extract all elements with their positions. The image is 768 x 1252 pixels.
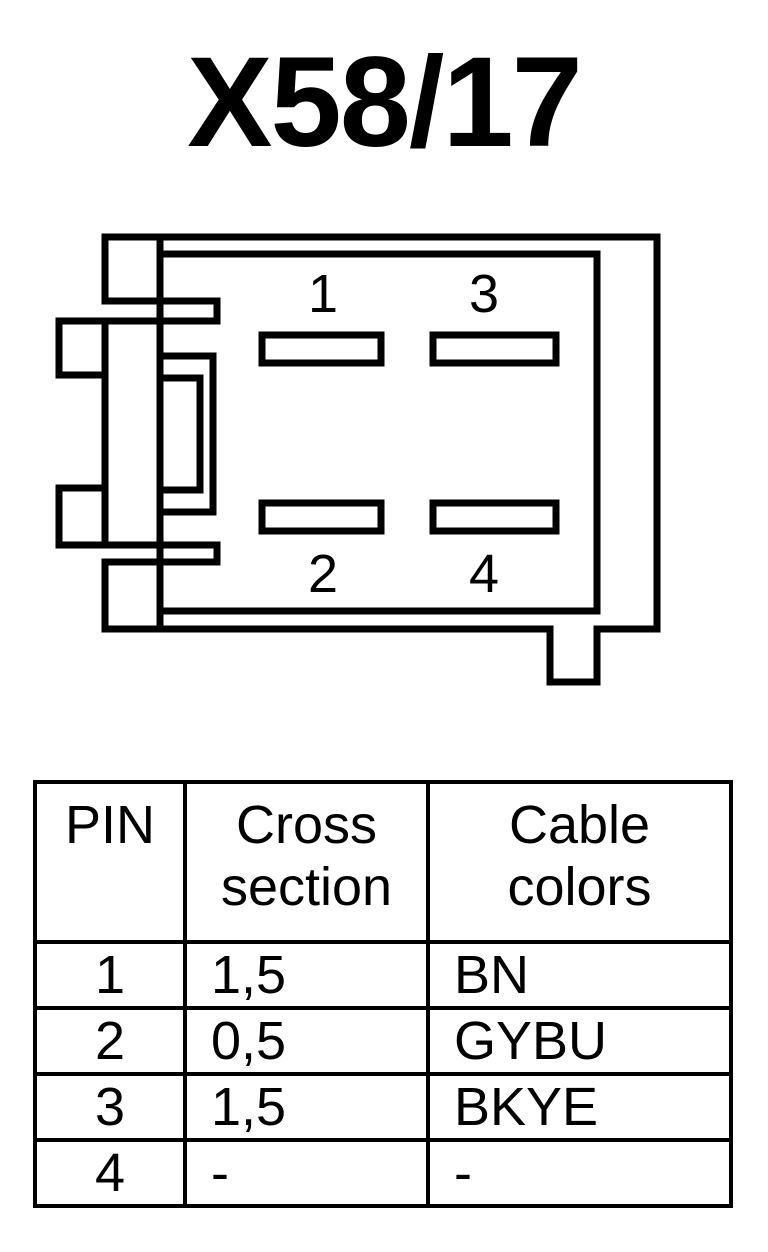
- latch: [160, 352, 217, 516]
- pin-4-contact: [429, 499, 560, 535]
- pin-4-label: 4: [469, 544, 499, 604]
- row-pin: 4: [33, 1138, 187, 1208]
- header-cable-colors-line1: Cable: [508, 795, 651, 855]
- latch-inner: [160, 374, 204, 494]
- connector-diagram: 1 3 2 4: [55, 233, 661, 686]
- row-cross-section: 0,5: [183, 1006, 430, 1076]
- table-row: 2 0,5 GYBU: [33, 1006, 733, 1076]
- table-row: 1 1,5 BN: [33, 940, 733, 1010]
- row-pin: 1: [33, 940, 187, 1010]
- row-pin: 2: [33, 1006, 187, 1076]
- table-row: 4 - -: [33, 1138, 733, 1208]
- pin-3-contact: [429, 331, 560, 367]
- row-cable-color: GYBU: [426, 1006, 733, 1076]
- table-row: 3 1,5 BKYE: [33, 1072, 733, 1142]
- header-cable-colors: Cable colors: [426, 780, 733, 944]
- row-cable-color: -: [426, 1138, 733, 1208]
- row-cable-color: BKYE: [426, 1072, 733, 1142]
- header-cross-section-line1: Cross: [235, 795, 377, 855]
- pin-assignment-table: PIN Cross section Cable colors 1 1,5 BN …: [33, 780, 733, 1208]
- row-pin: 3: [33, 1072, 187, 1142]
- pin-2-label: 2: [308, 544, 338, 604]
- housing-outline: [55, 233, 661, 686]
- row-cross-section: 1,5: [183, 1072, 430, 1142]
- row-cable-color: BN: [426, 940, 733, 1010]
- cavity-outline: [160, 250, 601, 615]
- table-header-row: PIN Cross section Cable colors: [33, 780, 733, 944]
- header-cross-section: Cross section: [183, 780, 430, 944]
- header-cable-colors-line2: colors: [507, 857, 652, 917]
- pin-2-contact: [258, 499, 385, 535]
- row-cross-section: -: [183, 1138, 430, 1208]
- row-cross-section: 1,5: [183, 940, 430, 1010]
- header-pin: PIN: [33, 780, 187, 944]
- header-cross-section-line2: section: [220, 857, 393, 917]
- pin-1-contact: [258, 331, 385, 367]
- connector-title: X58/17: [187, 31, 583, 174]
- pin-1-label: 1: [308, 264, 338, 324]
- pin-3-label: 3: [469, 264, 499, 324]
